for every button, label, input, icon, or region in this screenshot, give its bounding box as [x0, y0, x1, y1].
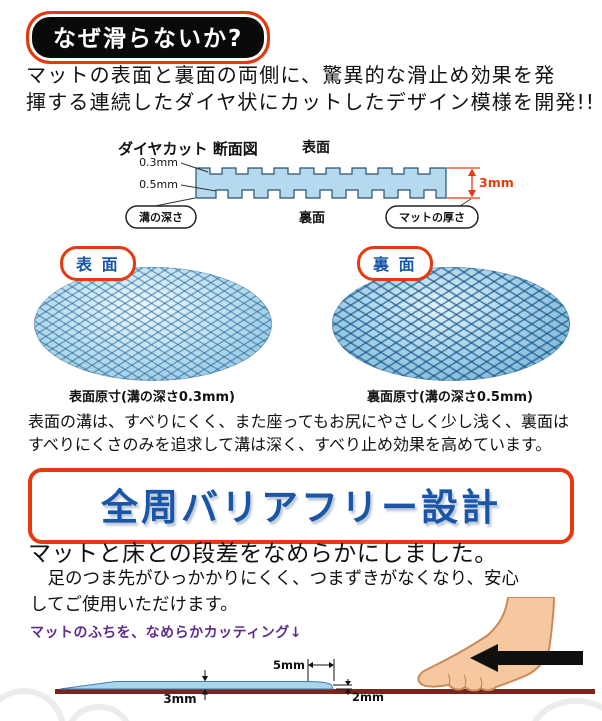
intro-line-2: 揮する連続したダイヤ状にカットしたデザイン模様を開発!!	[26, 90, 596, 114]
cross-section-diagram: ダイヤカット 断面図 表面 0.3mm 0.5mm 3mm 溝の深さ 裏面	[118, 139, 514, 229]
intro-line-1: マットの表面と裏面の両側に、驚異的な滑止め効果を発	[26, 63, 556, 87]
back-sample-badge: 裏 面	[357, 246, 433, 281]
groove-depth-callout: 溝の深さ	[125, 197, 197, 229]
step-direction-arrow	[470, 644, 583, 672]
barrier-free-subtitle: マットと床との段差をなめらかにしました。	[28, 541, 498, 567]
barrier-free-banner: 全周バリアフリー設計	[28, 468, 574, 544]
front-groove-depth-value: 0.3mm	[139, 156, 178, 169]
front-sample-badge: 表 面	[60, 246, 136, 281]
thickness-dimension-lines	[447, 167, 480, 199]
intro-text: マットの表面と裏面の両側に、驚異的な滑止め効果を発 揮する連続したダイヤ状にカッ…	[26, 62, 595, 116]
back-groove-depth-value: 0.5mm	[139, 178, 178, 191]
foot-shape	[417, 597, 555, 692]
grooves-note: 表面の溝は、すべりにくく、また座ってもお尻にやさしく少し浅く、裏面はすべりにくさ…	[28, 412, 569, 455]
edge-cut-caption: マットのふちを、なめらかカッティング↓	[30, 625, 302, 641]
toe-lines	[447, 673, 483, 689]
cross-section-title: ダイヤカット 断面図	[118, 140, 258, 158]
edge-height-value: 2mm	[352, 690, 384, 704]
mat-cross-section-shape	[195, 167, 447, 199]
groove-depth-leader-lines	[180, 162, 217, 192]
mat-edge-thickness-dim	[202, 670, 208, 700]
front-surface-label: 表面	[301, 139, 330, 156]
back-sample-badge-label: 裏 面	[373, 255, 417, 274]
back-sample-caption: 裏面原寸(溝の深さ0.5mm)	[366, 390, 533, 405]
mat-edge-profile	[59, 681, 334, 690]
mat-thickness-value: 3mm	[479, 175, 514, 190]
why-no-slip-badge: なぜ滑らないか?	[26, 11, 271, 64]
groove-depth-callout-label: 溝の深さ	[139, 210, 183, 224]
front-sample-photo	[34, 267, 272, 381]
back-surface-label: 裏面	[298, 210, 325, 226]
edge-profile-diagram: 3mm 5mm 2mm	[55, 597, 595, 706]
front-sample-badge-label: 表 面	[76, 255, 120, 274]
back-sample-photo	[332, 267, 570, 381]
taper-width-dim	[307, 659, 335, 681]
barrier-free-title: 全周バリアフリー設計	[101, 486, 501, 529]
foot-illustration	[417, 597, 555, 692]
mat-edge-thickness-value: 3mm	[163, 692, 196, 706]
why-no-slip-label: なぜ滑らないか?	[53, 26, 244, 52]
front-sample-caption: 表面原寸(溝の深さ0.3mm)	[68, 390, 235, 405]
floor	[55, 689, 595, 694]
edge-height-dim	[333, 679, 352, 695]
taper-width-value: 5mm	[273, 658, 305, 672]
barrier-free-detail: 足のつま先がひっかかりにくく、つまずきがなくなり、安心してご使用いただけます。	[30, 569, 519, 616]
mat-thickness-callout-label: マットの厚さ	[399, 211, 465, 224]
mat-thickness-callout: マットの厚さ	[385, 198, 479, 229]
mat-cross-section	[195, 167, 447, 199]
